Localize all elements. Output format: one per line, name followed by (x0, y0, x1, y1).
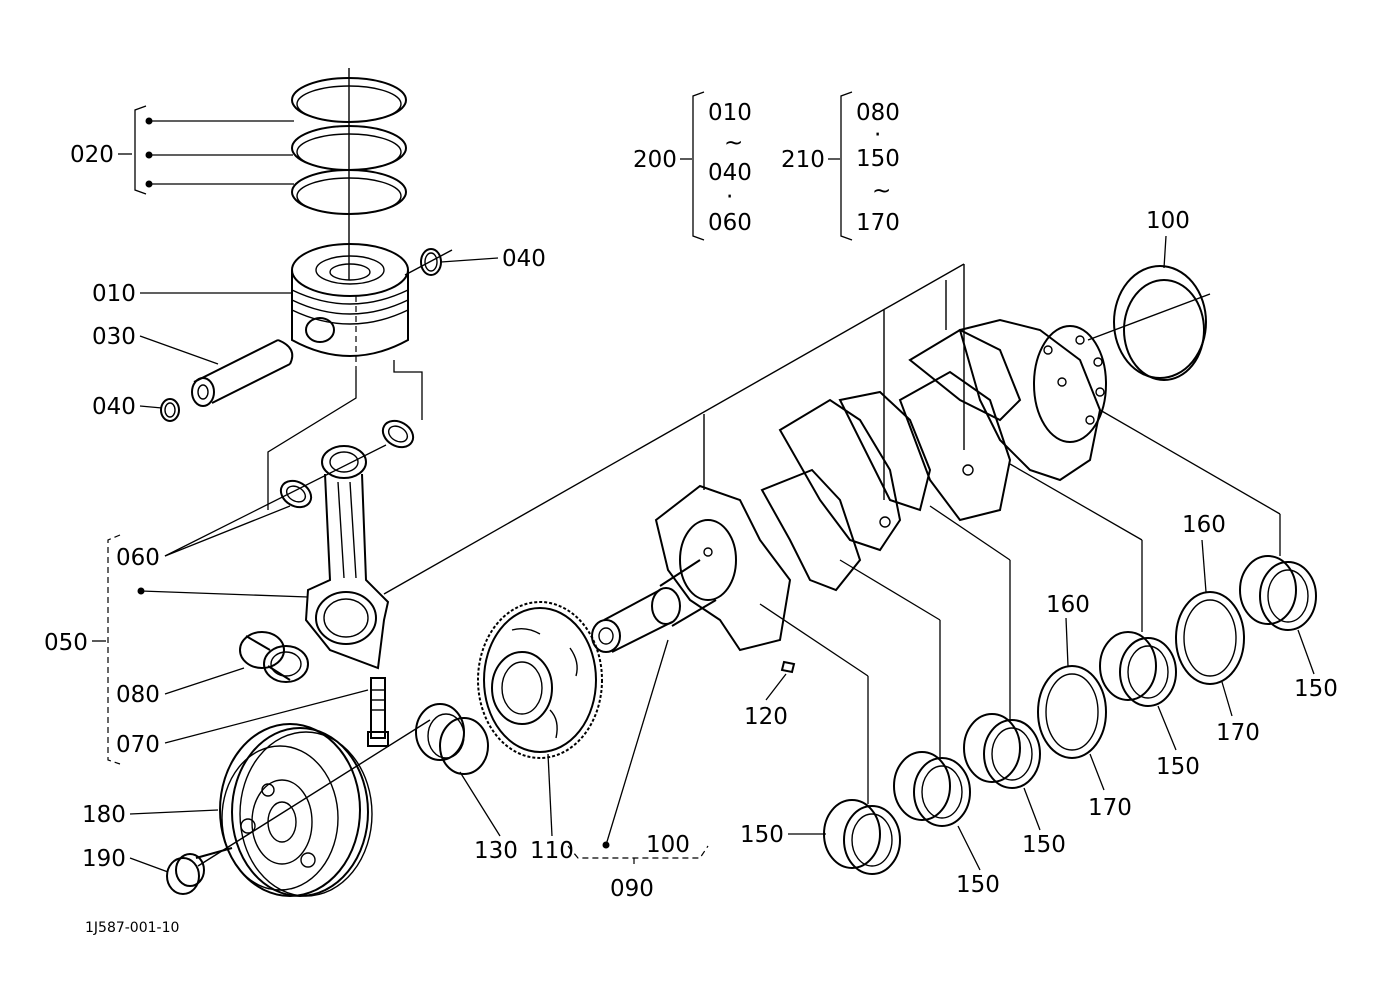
part-label-090: 090 (610, 876, 654, 902)
part-label-150-b: 150 (956, 872, 1000, 898)
rear-bushing (1087, 265, 1211, 381)
pulley-bolt (166, 847, 233, 895)
part-label-160-a: 160 (1046, 592, 1090, 618)
set-200-label: 200 (633, 147, 677, 173)
part-label-050: 050 (44, 630, 88, 656)
part-label-150-c: 150 (1022, 832, 1066, 858)
drawing-id: 1J587-001-10 (85, 920, 179, 936)
woodruff-key (780, 660, 796, 674)
part-label-170-a: 170 (1088, 795, 1132, 821)
set-210-item-1: 080 (856, 100, 900, 126)
set-210-item-4: ~ (872, 178, 891, 204)
conrod-bolt (367, 677, 389, 747)
label-020-group: 020 (70, 105, 294, 195)
part-label-130: 130 (474, 838, 518, 864)
part-label-170-b: 170 (1216, 720, 1260, 746)
main-bearing-a (823, 799, 901, 875)
set-200-item-2: ~ (724, 130, 743, 156)
part-label-190: 190 (82, 846, 126, 872)
main-bearing-d (1099, 631, 1177, 707)
idler-gear (477, 601, 603, 759)
part-label-040-top: 040 (502, 246, 546, 272)
part-label-070: 070 (116, 732, 160, 758)
crankshaft (591, 318, 1107, 653)
part-label-180: 180 (82, 802, 126, 828)
part-label-150-d: 150 (1156, 754, 1200, 780)
set-210-item-3: 150 (856, 146, 900, 172)
label-050-group: 050 (44, 534, 309, 765)
set-200-item-4: · (726, 184, 733, 210)
connecting-rod (304, 445, 390, 670)
bushing-upper (381, 419, 415, 449)
set-210-label: 210 (781, 147, 825, 173)
circlip-top (420, 248, 442, 276)
part-label-010: 010 (92, 281, 136, 307)
part-label-080: 080 (116, 682, 160, 708)
main-bearing-e (1239, 555, 1317, 631)
part-label-110: 110 (530, 838, 574, 864)
thrust-washer-a (1037, 665, 1107, 759)
bushing-lower (279, 479, 313, 509)
part-label-040-left: 040 (92, 394, 136, 420)
part-label-100-top: 100 (1146, 208, 1190, 234)
part-label-020: 020 (70, 142, 114, 168)
crank-gear (415, 703, 489, 775)
circlip-left (160, 398, 180, 422)
part-label-120: 120 (744, 704, 788, 730)
set-210-item-5: 170 (856, 210, 900, 236)
set-200-item-5: 060 (708, 210, 752, 236)
part-label-060: 060 (116, 545, 160, 571)
set-200-group: 200 010 ~ 040 · 060 (633, 91, 752, 241)
set-200-item-1: 010 (708, 100, 752, 126)
part-label-160-b: 160 (1182, 512, 1226, 538)
set-210-group: 210 080 · 150 ~ 170 (781, 91, 900, 241)
piston (267, 243, 423, 510)
part-label-150-a: 150 (740, 822, 784, 848)
set-210-item-2: · (874, 122, 881, 148)
main-bearing-c (963, 713, 1041, 789)
main-bearing-b (893, 751, 971, 827)
set-200-item-3: 040 (708, 160, 752, 186)
piston-pin (191, 339, 294, 407)
part-label-030: 030 (92, 324, 136, 350)
part-label-100-bottom: 100 (646, 832, 690, 858)
part-label-150-e: 150 (1294, 676, 1338, 702)
label-090-group: 100 090 (567, 639, 709, 902)
piston-rings (291, 68, 407, 280)
conrod-bearing (239, 631, 309, 683)
thrust-washer-b (1175, 591, 1245, 685)
crankshaft-pulley (219, 723, 373, 897)
